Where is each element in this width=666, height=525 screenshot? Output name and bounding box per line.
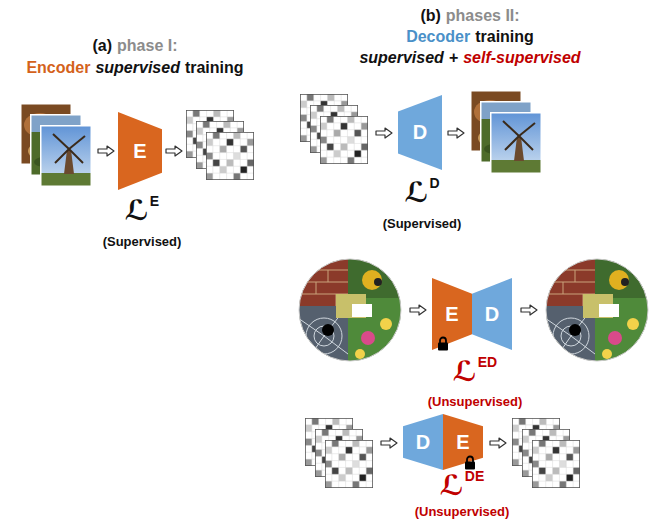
decoder-block: D (398, 95, 442, 170)
panel-heading: (a)phase I: (0, 36, 355, 56)
training-mode: supervised (95, 58, 179, 78)
block-letter: E (456, 431, 469, 454)
loss-symbol: ℒ (453, 357, 477, 387)
loss-superscript: ED (478, 355, 497, 369)
panel-heading: supervised +self-supervised (250, 48, 666, 68)
image-stack (20, 103, 92, 187)
phase-name: phases II: (446, 6, 520, 26)
note-line: (Unsupervised) (242, 504, 666, 520)
loss-symbol: ℒ (404, 178, 428, 208)
phase-name: phase I: (117, 36, 177, 56)
panel-tag: (b) (420, 6, 440, 26)
masked-image (298, 258, 402, 362)
supervision-note: (Supervised) (103, 234, 182, 250)
module-name: Decoder (406, 27, 470, 47)
panel-heading: Decodertraining (250, 27, 666, 47)
code-stack (300, 94, 368, 164)
encoder-block: E (443, 414, 483, 470)
encoder-block: E (118, 112, 162, 190)
block-letter: D (413, 121, 427, 144)
loss-label: ℒE (0, 196, 362, 226)
panel-tag: (a) (92, 36, 112, 56)
code-stack (305, 418, 373, 488)
loss-label: ℒED (255, 357, 666, 387)
training-mode: self-supervised (463, 48, 580, 68)
block-letter: E (445, 303, 458, 326)
supervision-note: (Unsupervised) (428, 394, 523, 410)
supervision-note: (Unsupervised) (415, 504, 510, 520)
block-letter: D (485, 303, 499, 326)
module-name: Encoder (26, 58, 90, 78)
block-letter: D (416, 431, 430, 454)
loss-label: ℒD (202, 178, 642, 208)
block-letter: E (133, 140, 146, 163)
loss-symbol: ℒ (125, 196, 149, 226)
encoder-block: E (432, 278, 472, 350)
panel-heading: Encodersupervised training (0, 58, 355, 78)
loss-symbol: ℒ (440, 471, 464, 501)
note-line: (Supervised) (0, 234, 362, 250)
reconstructed-image (545, 258, 649, 362)
heading-word: training (475, 27, 534, 47)
decoder-block: D (403, 414, 443, 470)
flow-arrow (98, 128, 537, 448)
image-stack (470, 90, 542, 174)
panel-heading: (b) phases II: (250, 6, 666, 26)
loss-label: ℒDE (242, 471, 666, 501)
loss-superscript: DE (465, 469, 484, 483)
code-stack (512, 418, 580, 488)
supervision-note: (Supervised) (383, 216, 462, 232)
loss-superscript: E (150, 194, 159, 208)
loss-superscript: D (429, 176, 439, 190)
code-stack (186, 110, 254, 180)
heading-word: + (449, 48, 458, 68)
training-mode: supervised (359, 48, 443, 68)
note-line: (Unsupervised) (255, 394, 666, 410)
note-line: (Supervised) (202, 216, 642, 232)
decoder-block: D (472, 278, 512, 350)
heading-word: training (185, 58, 244, 78)
